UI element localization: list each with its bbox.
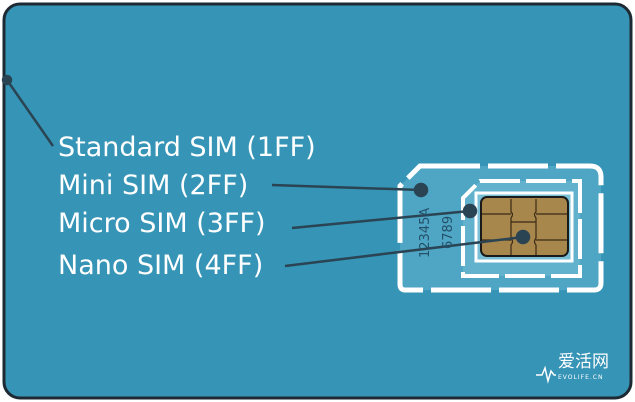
- label-mini-sim: Mini SIM (2FF): [58, 170, 249, 201]
- label-micro-sim: Micro SIM (3FF): [58, 208, 266, 239]
- card-serial-2: 6789: [441, 216, 456, 249]
- watermark-cn: 爱活网: [558, 352, 609, 372]
- pulse-logo-icon: [536, 365, 556, 384]
- pointer-lines: [1, 74, 531, 268]
- watermark-en: EVOLIFE.CN: [558, 374, 604, 381]
- card-serial-1: 12345A: [418, 208, 433, 258]
- label-nano-sim: Nano SIM (4FF): [58, 250, 264, 281]
- sim-chip: [480, 196, 569, 257]
- label-standard-sim: Standard SIM (1FF): [58, 132, 316, 163]
- watermark: 爱活网 EVOLIFE.CN: [558, 353, 609, 382]
